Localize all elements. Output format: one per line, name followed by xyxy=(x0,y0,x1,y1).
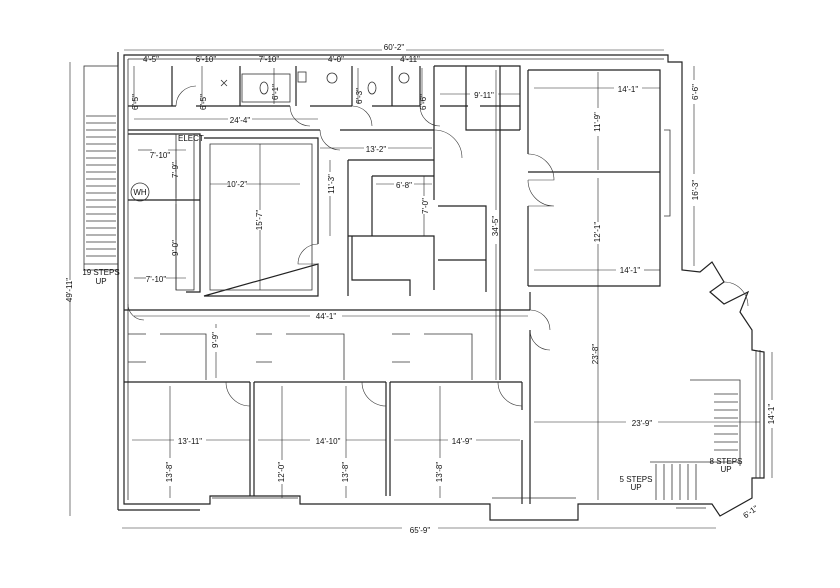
dim-rest-h3: 6'-1" xyxy=(271,84,280,100)
dim-right-h1: 6'-6" xyxy=(691,84,700,100)
dim-overall-height: 49'-11" xyxy=(65,278,74,302)
fixtures xyxy=(130,71,410,202)
dim-corner: 6'-1" xyxy=(741,504,759,521)
dim-long-h: 34'-5" xyxy=(491,216,500,237)
dim-kitchen-w: 9'-11" xyxy=(474,91,494,100)
dim-elect-w: 7'-10" xyxy=(150,151,171,160)
dim-b1-h: 13'-8" xyxy=(165,462,174,483)
dim-b2-h2: 13'-8" xyxy=(341,462,350,483)
dim-rest-h4: 6'-3" xyxy=(355,88,364,104)
dim-rest-h5: 6'-6" xyxy=(419,94,428,110)
dim-right-h2: 16'-3" xyxy=(691,180,700,201)
dim-elect-h: 7'-9" xyxy=(171,162,180,178)
dim-rest-h1: 6'-5" xyxy=(131,94,140,110)
dim-closet-a: 9'-9" xyxy=(211,332,220,348)
bottom-stairs xyxy=(655,464,697,500)
right-stairs xyxy=(714,393,738,451)
dim-closet-w: 6'-8" xyxy=(396,181,412,190)
dim-office2-h: 12'-1" xyxy=(593,222,602,243)
dim-corridor-w: 24'-4" xyxy=(230,116,251,125)
dimension-labels: 60'-2" 65'-9" 49'-11" 4'-5" 6'-10" 7'-10… xyxy=(65,43,776,535)
exterior-walls xyxy=(83,52,765,521)
dim-top-d: 4'-0" xyxy=(328,55,344,64)
dimension-lines xyxy=(69,49,773,529)
dim-b1-w: 13'-11" xyxy=(178,437,202,446)
label-elect: ELECT xyxy=(178,134,204,143)
dim-b3-w: 14'-9" xyxy=(452,437,473,446)
label-19-steps-up: UP xyxy=(95,277,106,286)
dim-b2-h1: 12'-0" xyxy=(277,462,286,483)
dim-overall-top: 60'-2" xyxy=(384,43,405,52)
dim-store-h: 9'-0" xyxy=(171,240,180,256)
dim-hall-h: 11'-3" xyxy=(327,174,336,194)
door-swings xyxy=(127,85,749,407)
dim-top-c: 7'-10" xyxy=(259,55,280,64)
left-stairs xyxy=(86,115,116,257)
dim-conf-w: 10'-2" xyxy=(227,180,248,189)
dim-office1-h: 11'-9" xyxy=(593,112,602,132)
label-5-steps-up: UP xyxy=(630,483,641,492)
dim-office1-w: 14'-1" xyxy=(618,85,639,94)
dim-top-a: 4'-5" xyxy=(143,55,159,64)
dim-top-b: 6'-10" xyxy=(196,55,217,64)
dim-overall-bottom: 65'-9" xyxy=(410,526,431,535)
dim-rest-h2: 6'-5" xyxy=(199,94,208,110)
dim-main-corr: 44'-1" xyxy=(316,312,337,321)
dim-closet-h: 7'-0" xyxy=(421,198,430,214)
dim-top-e: 4'-11" xyxy=(400,55,420,64)
label-19-steps: 19 STEPS xyxy=(82,268,119,277)
label-8-steps: 8 STEPS xyxy=(710,457,743,466)
label-5-steps: 5 STEPS xyxy=(620,475,653,484)
label-wh: WH xyxy=(133,188,147,197)
dim-b3-h: 13'-8" xyxy=(435,462,444,483)
dim-conf-h: 15'-7" xyxy=(255,210,264,231)
dim-hall-w: 13'-2" xyxy=(366,145,387,154)
dim-b2-w: 14'-10" xyxy=(316,437,341,446)
dim-right-h3: 14'-1" xyxy=(767,404,776,425)
interior-walls xyxy=(84,65,761,509)
dim-office2-w: 14'-1" xyxy=(620,266,641,275)
dim-big-w: 23'-9" xyxy=(632,419,653,428)
dim-big-h: 23'-8" xyxy=(591,344,600,365)
dim-store-w: 7'-10" xyxy=(146,275,167,284)
label-8-steps-up: UP xyxy=(720,465,731,474)
